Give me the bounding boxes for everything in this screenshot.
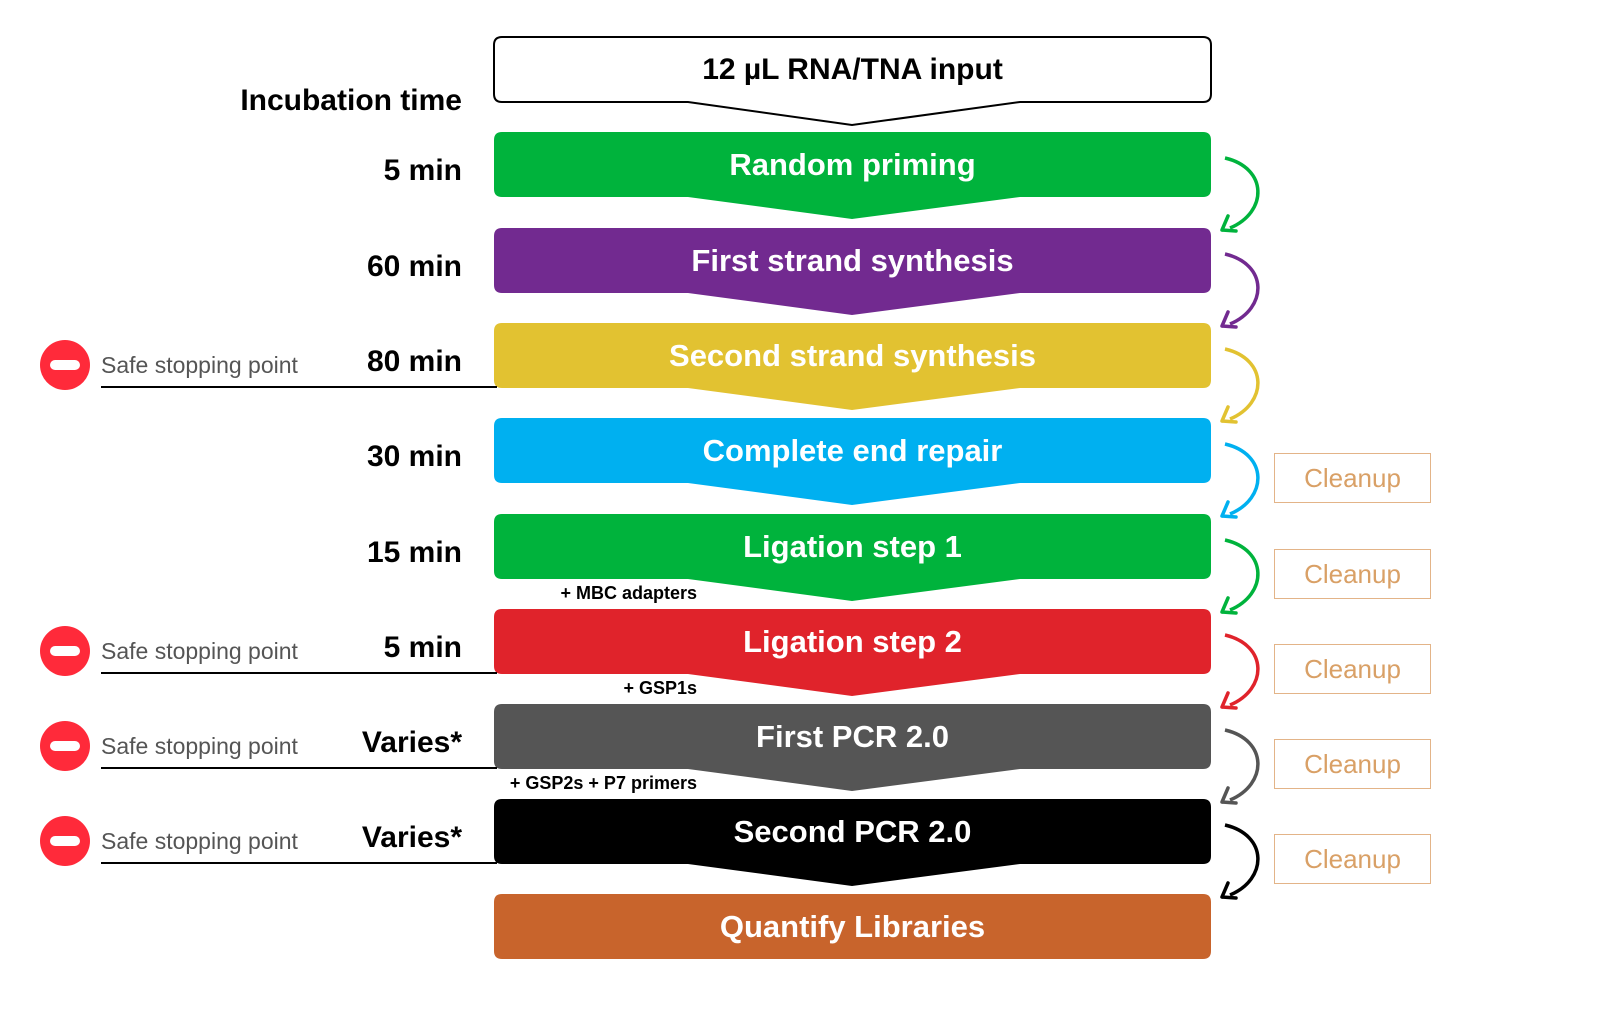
step-label: Second PCR 2.0 — [733, 814, 972, 849]
cleanup-box: Cleanup — [1274, 834, 1431, 884]
arrowhead-icon — [1220, 405, 1238, 424]
stop-icon-bar — [50, 646, 80, 656]
arrowhead-icon — [1220, 310, 1238, 329]
step-label: First PCR 2.0 — [756, 719, 949, 754]
input-label: 12 µL RNA/TNA input — [702, 53, 1003, 86]
curved-arrow-icon — [1224, 728, 1260, 802]
step-box — [494, 514, 1211, 601]
incubation-time: 15 min — [366, 536, 462, 569]
curved-arrow-icon — [1224, 347, 1260, 421]
curved-arrow-icon — [1224, 442, 1260, 516]
arrowhead-icon — [1220, 214, 1238, 233]
incubation-time-header: Incubation time — [240, 84, 462, 117]
step-box — [494, 228, 1211, 315]
cleanup-box: Cleanup — [1274, 739, 1431, 789]
input-box — [493, 36, 1212, 127]
arrowhead-icon — [1220, 786, 1238, 805]
stop-icon-bar — [50, 741, 80, 751]
incubation-time: 60 min — [366, 250, 462, 283]
reagent-note: + GSP1s — [623, 678, 697, 698]
curved-arrow-icon — [1224, 823, 1260, 897]
safe-stopping-point-label: Safe stopping point — [101, 352, 298, 378]
stop-icon-bar — [50, 836, 80, 846]
curved-arrow-icon — [1224, 156, 1260, 230]
cleanup-box: Cleanup — [1274, 549, 1431, 599]
incubation-time: Varies* — [361, 726, 462, 759]
reagent-note: + MBC adapters — [560, 583, 697, 603]
safe-stopping-point-label: Safe stopping point — [101, 828, 298, 854]
curved-arrow-icon — [1224, 633, 1260, 707]
step-box — [494, 132, 1211, 219]
arrowhead-icon — [1220, 500, 1238, 519]
step-label: Complete end repair — [702, 433, 1003, 468]
arrowhead-icon — [1220, 596, 1238, 615]
curved-arrow-icon — [1224, 538, 1260, 612]
incubation-time: 5 min — [383, 154, 462, 187]
step-box — [494, 609, 1211, 696]
step-box — [494, 323, 1211, 410]
reagent-note: + GSP2s + P7 primers — [509, 773, 697, 793]
step-label: Ligation step 2 — [743, 624, 962, 659]
cleanup-box: Cleanup — [1274, 453, 1431, 503]
cleanup-box: Cleanup — [1274, 644, 1431, 694]
step-box — [494, 799, 1211, 886]
curved-arrow-icon — [1224, 252, 1260, 326]
step-box — [494, 418, 1211, 505]
incubation-time: 5 min — [383, 631, 462, 664]
step-label: Quantify Libraries — [719, 909, 986, 944]
incubation-time: Varies* — [361, 821, 462, 854]
step-box — [494, 704, 1211, 791]
arrowhead-icon — [1220, 881, 1238, 900]
step-label: First strand synthesis — [691, 243, 1014, 278]
step-label: Ligation step 1 — [743, 529, 962, 564]
safe-stopping-point-label: Safe stopping point — [101, 638, 298, 664]
safe-stopping-point-label: Safe stopping point — [101, 733, 298, 759]
incubation-time: 30 min — [366, 440, 462, 473]
stop-icon-bar — [50, 360, 80, 370]
step-label: Second strand synthesis — [669, 338, 1036, 373]
arrowhead-icon — [1220, 691, 1238, 710]
step-label: Random priming — [729, 147, 976, 182]
step-box — [494, 894, 1211, 959]
incubation-time: 80 min — [366, 345, 462, 378]
